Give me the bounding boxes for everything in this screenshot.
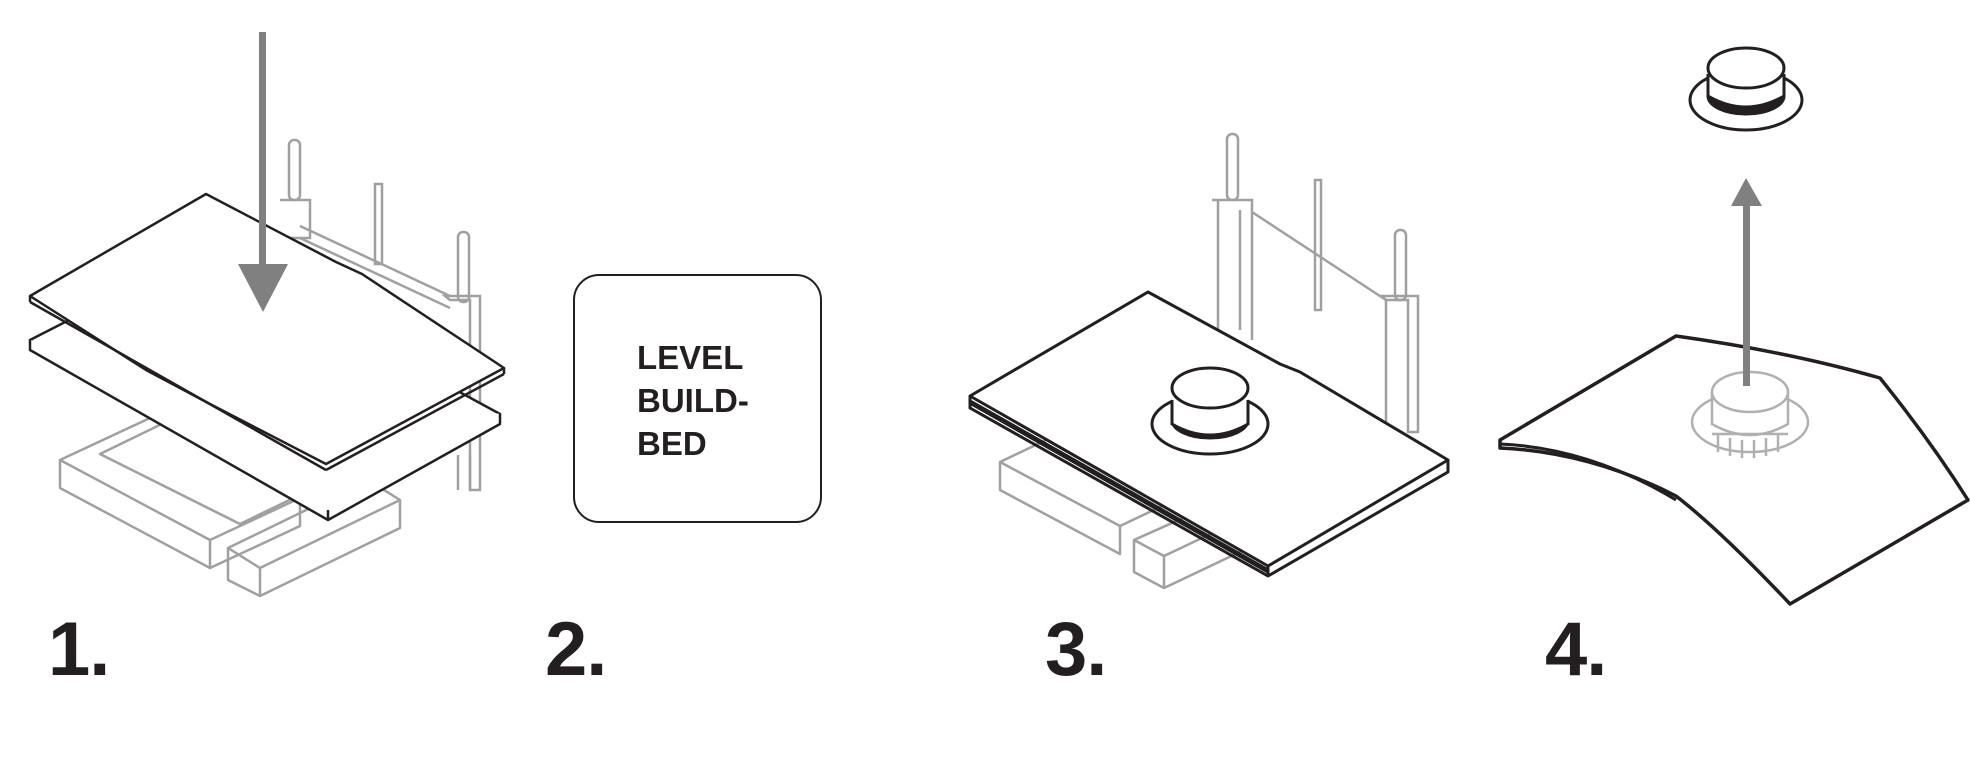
printed-part xyxy=(1150,366,1270,456)
up-arrow-icon xyxy=(1731,178,1762,386)
instruction-line-2: BUILD- xyxy=(637,382,749,419)
step-1-illustration xyxy=(28,32,506,598)
build-plate-upper xyxy=(28,192,506,472)
flexed-build-plate xyxy=(1498,334,1970,606)
z-axis-rods xyxy=(280,138,482,492)
step-3-illustration xyxy=(968,132,1450,590)
instruction-line-1: LEVEL xyxy=(637,339,744,376)
part-removed-ghost xyxy=(1690,370,1810,458)
step-number-1: 1. xyxy=(48,607,110,692)
step-number-4: 4. xyxy=(1545,607,1607,692)
z-axis-rods xyxy=(1212,132,1420,434)
instruction-line-3: BED xyxy=(637,425,707,462)
step-4-illustration xyxy=(1498,46,1970,606)
level-build-bed-box: LEVEL BUILD- BED xyxy=(573,274,822,523)
level-build-bed-text: LEVEL BUILD- BED xyxy=(637,336,749,465)
printed-part-removed xyxy=(1688,46,1804,132)
down-arrow-icon xyxy=(238,32,288,312)
step-number-2: 2. xyxy=(545,607,607,692)
step-number-3: 3. xyxy=(1045,607,1107,692)
